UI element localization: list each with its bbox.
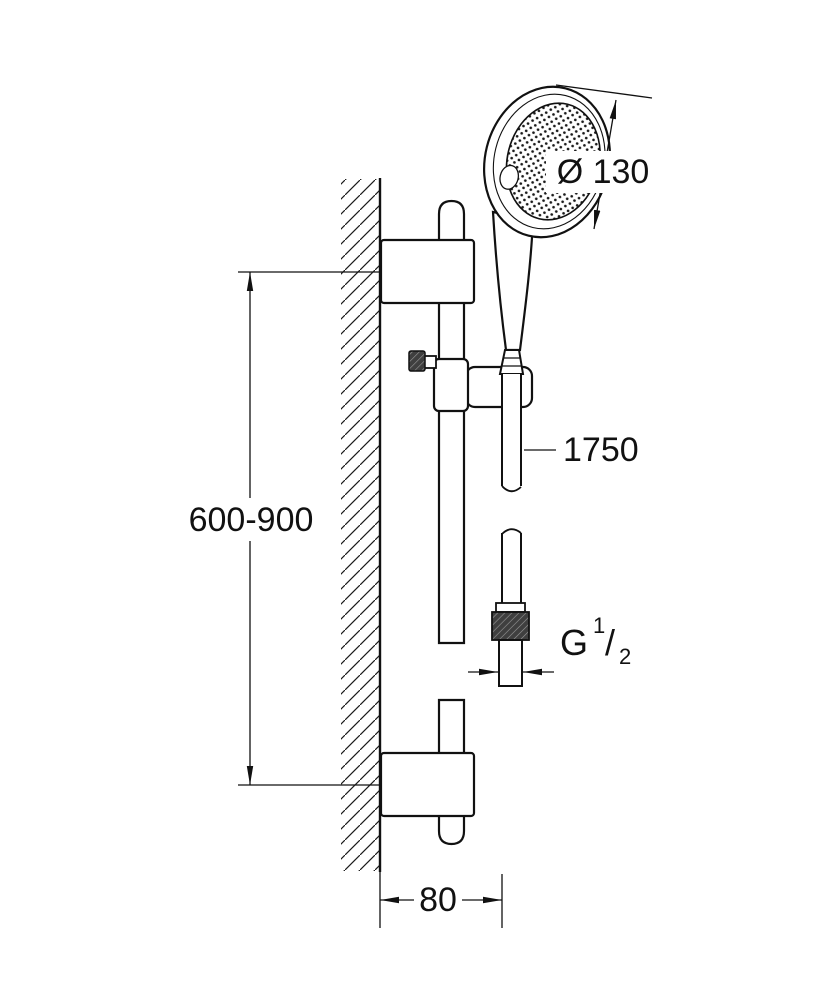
slider-body [432, 357, 470, 413]
wall-hatching [341, 179, 380, 871]
mounting-bracket-bottom [379, 751, 476, 818]
thread-label-prefix: G [560, 622, 588, 663]
rail-height-label: 600-900 [189, 501, 314, 539]
locking-knob [408, 350, 426, 372]
thread-nipple [498, 639, 523, 687]
handle-hose-connector [498, 349, 525, 375]
knurled-nut [491, 611, 530, 641]
rail-upper-section [437, 199, 466, 645]
dimension-hose-length: 1750 [524, 431, 639, 469]
thread-label-slash: / [605, 622, 615, 663]
dimension-thread: G 1 / 2 [468, 613, 631, 676]
dimension-head-diameter: Ø 130 [546, 84, 662, 230]
mounting-bracket-top [379, 238, 476, 305]
dimension-wall-distance: 80 [380, 874, 503, 928]
hose-length-label: 1750 [563, 431, 639, 469]
hose-break-line-2 [501, 528, 522, 535]
knob-stem [423, 355, 437, 369]
thread-label-numerator: 1 [593, 613, 605, 638]
head-diameter-label: Ø 130 [557, 153, 650, 191]
thread-label-denominator: 2 [619, 644, 631, 669]
wall-distance-label: 80 [419, 881, 457, 919]
shower-hose-upper [501, 374, 522, 493]
hose-break-line [501, 485, 522, 493]
shower-hose-lower [491, 528, 530, 687]
spray-mode-button [499, 164, 520, 190]
hose-collar [495, 602, 526, 613]
dimension-rail-height: 600-900 [172, 271, 379, 786]
wall [341, 178, 382, 928]
